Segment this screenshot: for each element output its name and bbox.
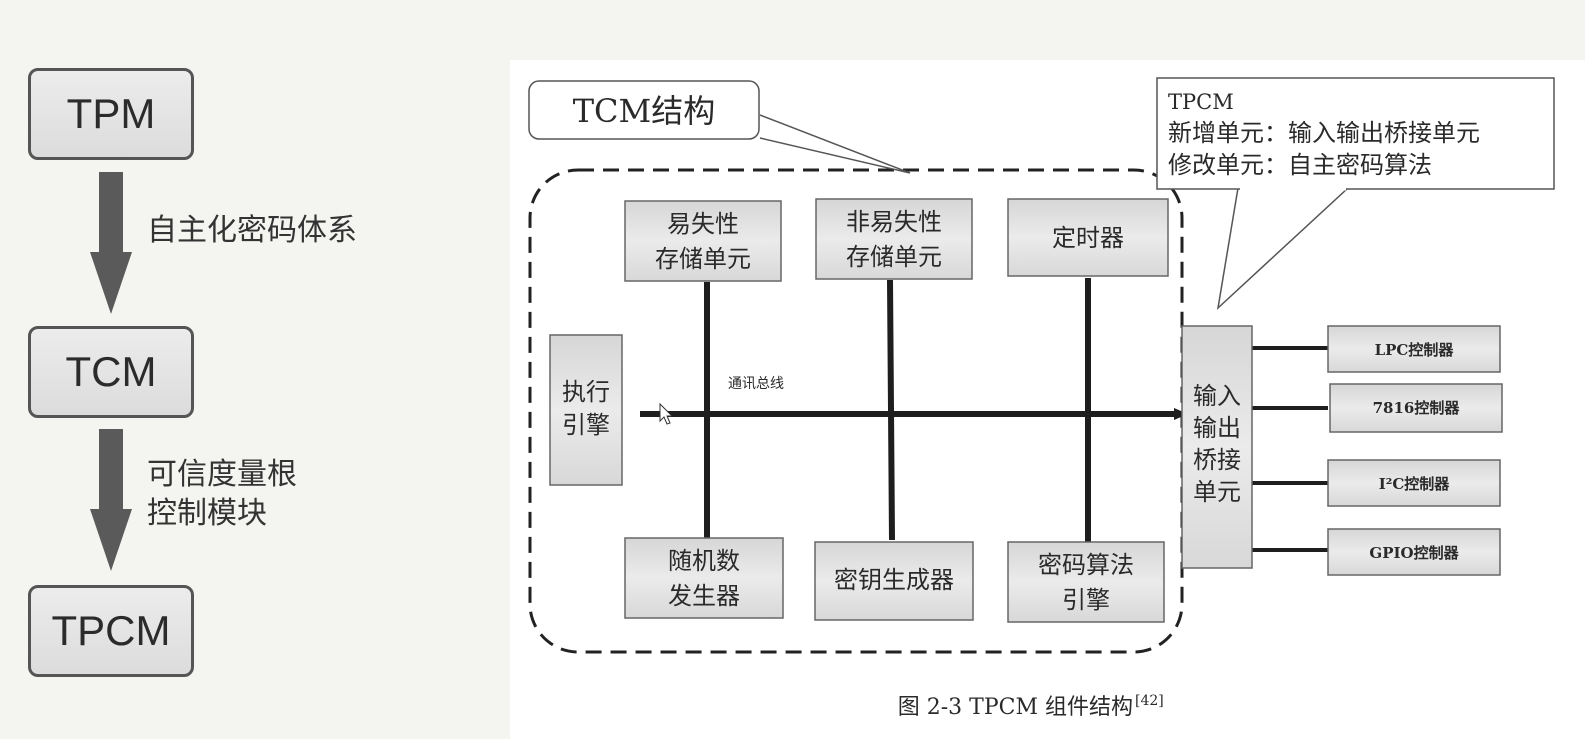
svg-text:输出: 输出 [1193, 414, 1241, 442]
svg-text:随机数: 随机数 [668, 547, 740, 575]
transition-label-2: 可信度量根 控制模块 [147, 457, 297, 531]
tpcm-structure-figure: TCM结构 TPCM 新增单元：输入输出桥接单元 修改单元：自主密码算法 通讯总… [510, 60, 1585, 739]
svg-text:执行: 执行 [562, 378, 610, 406]
stage-box-tcm: TCM [28, 326, 194, 418]
unit-io-bridge: 输入 输出 桥接 单元 [1181, 325, 1253, 569]
controller-gpio: GPIO控制器 [1327, 528, 1501, 576]
unit-crypto-engine: 密码算法 引擎 [1007, 541, 1165, 623]
tpcm-callout-line2: 修改单元：自主密码算法 [1168, 151, 1432, 179]
controller-7816: 7816控制器 [1329, 383, 1503, 433]
figure-caption-ref: [42] [1135, 693, 1164, 709]
unit-nonvolatile-storage: 非易失性 存储单元 [815, 198, 973, 280]
svg-text:存储单元: 存储单元 [846, 243, 942, 271]
svg-text:存储单元: 存储单元 [655, 245, 751, 273]
transition-label-1: 自主化密码体系 [147, 213, 357, 248]
tpcm-callout-title: TPCM [1168, 90, 1234, 114]
mouse-cursor-icon [659, 402, 674, 425]
unit-exec-engine: 执行 引擎 [549, 334, 623, 486]
stage-box-tpcm: TPCM [28, 585, 194, 677]
svg-text:LPC控制器: LPC控制器 [1375, 341, 1455, 359]
svg-text:7816控制器: 7816控制器 [1373, 399, 1461, 417]
svg-text:GPIO控制器: GPIO控制器 [1369, 544, 1459, 562]
tcm-boundary [528, 168, 1184, 654]
svg-text:定时器: 定时器 [1052, 224, 1124, 252]
bus-label: 通讯总线 [728, 376, 784, 392]
svg-text:输入: 输入 [1193, 382, 1241, 410]
tcm-callout: TCM结构 [528, 80, 911, 174]
svg-text:易失性: 易失性 [667, 210, 739, 238]
svg-text:单元: 单元 [1193, 478, 1241, 506]
svg-text:桥接: 桥接 [1193, 446, 1241, 474]
bus-arrow-icon [1174, 408, 1188, 420]
tcm-callout-label: TCM结构 [573, 92, 716, 130]
svg-text:非易失性: 非易失性 [846, 208, 942, 236]
stage-box-tpm: TPM [28, 68, 194, 160]
svg-text:密钥生成器: 密钥生成器 [834, 566, 954, 594]
figure-caption: 图 2-3 TPCM 组件结构 [898, 695, 1133, 720]
unit-rng: 随机数 发生器 [624, 537, 784, 619]
unit-timer: 定时器 [1007, 198, 1169, 277]
svg-text:密码算法: 密码算法 [1038, 551, 1134, 579]
unit-keygen: 密钥生成器 [814, 541, 974, 621]
svg-text:引擎: 引擎 [1062, 586, 1110, 614]
svg-text:发生器: 发生器 [668, 582, 740, 610]
controller-lpc: LPC控制器 [1327, 325, 1501, 373]
tpcm-callout: TPCM 新增单元：输入输出桥接单元 修改单元：自主密码算法 [1156, 77, 1555, 311]
tpcm-callout-line1: 新增单元：输入输出桥接单元 [1168, 119, 1480, 147]
svg-text:引擎: 引擎 [562, 411, 610, 439]
bus-drop-line [887, 279, 895, 541]
svg-text:I²C控制器: I²C控制器 [1379, 475, 1451, 493]
controller-i2c: I²C控制器 [1327, 459, 1501, 507]
unit-volatile-storage: 易失性 存储单元 [624, 200, 782, 282]
